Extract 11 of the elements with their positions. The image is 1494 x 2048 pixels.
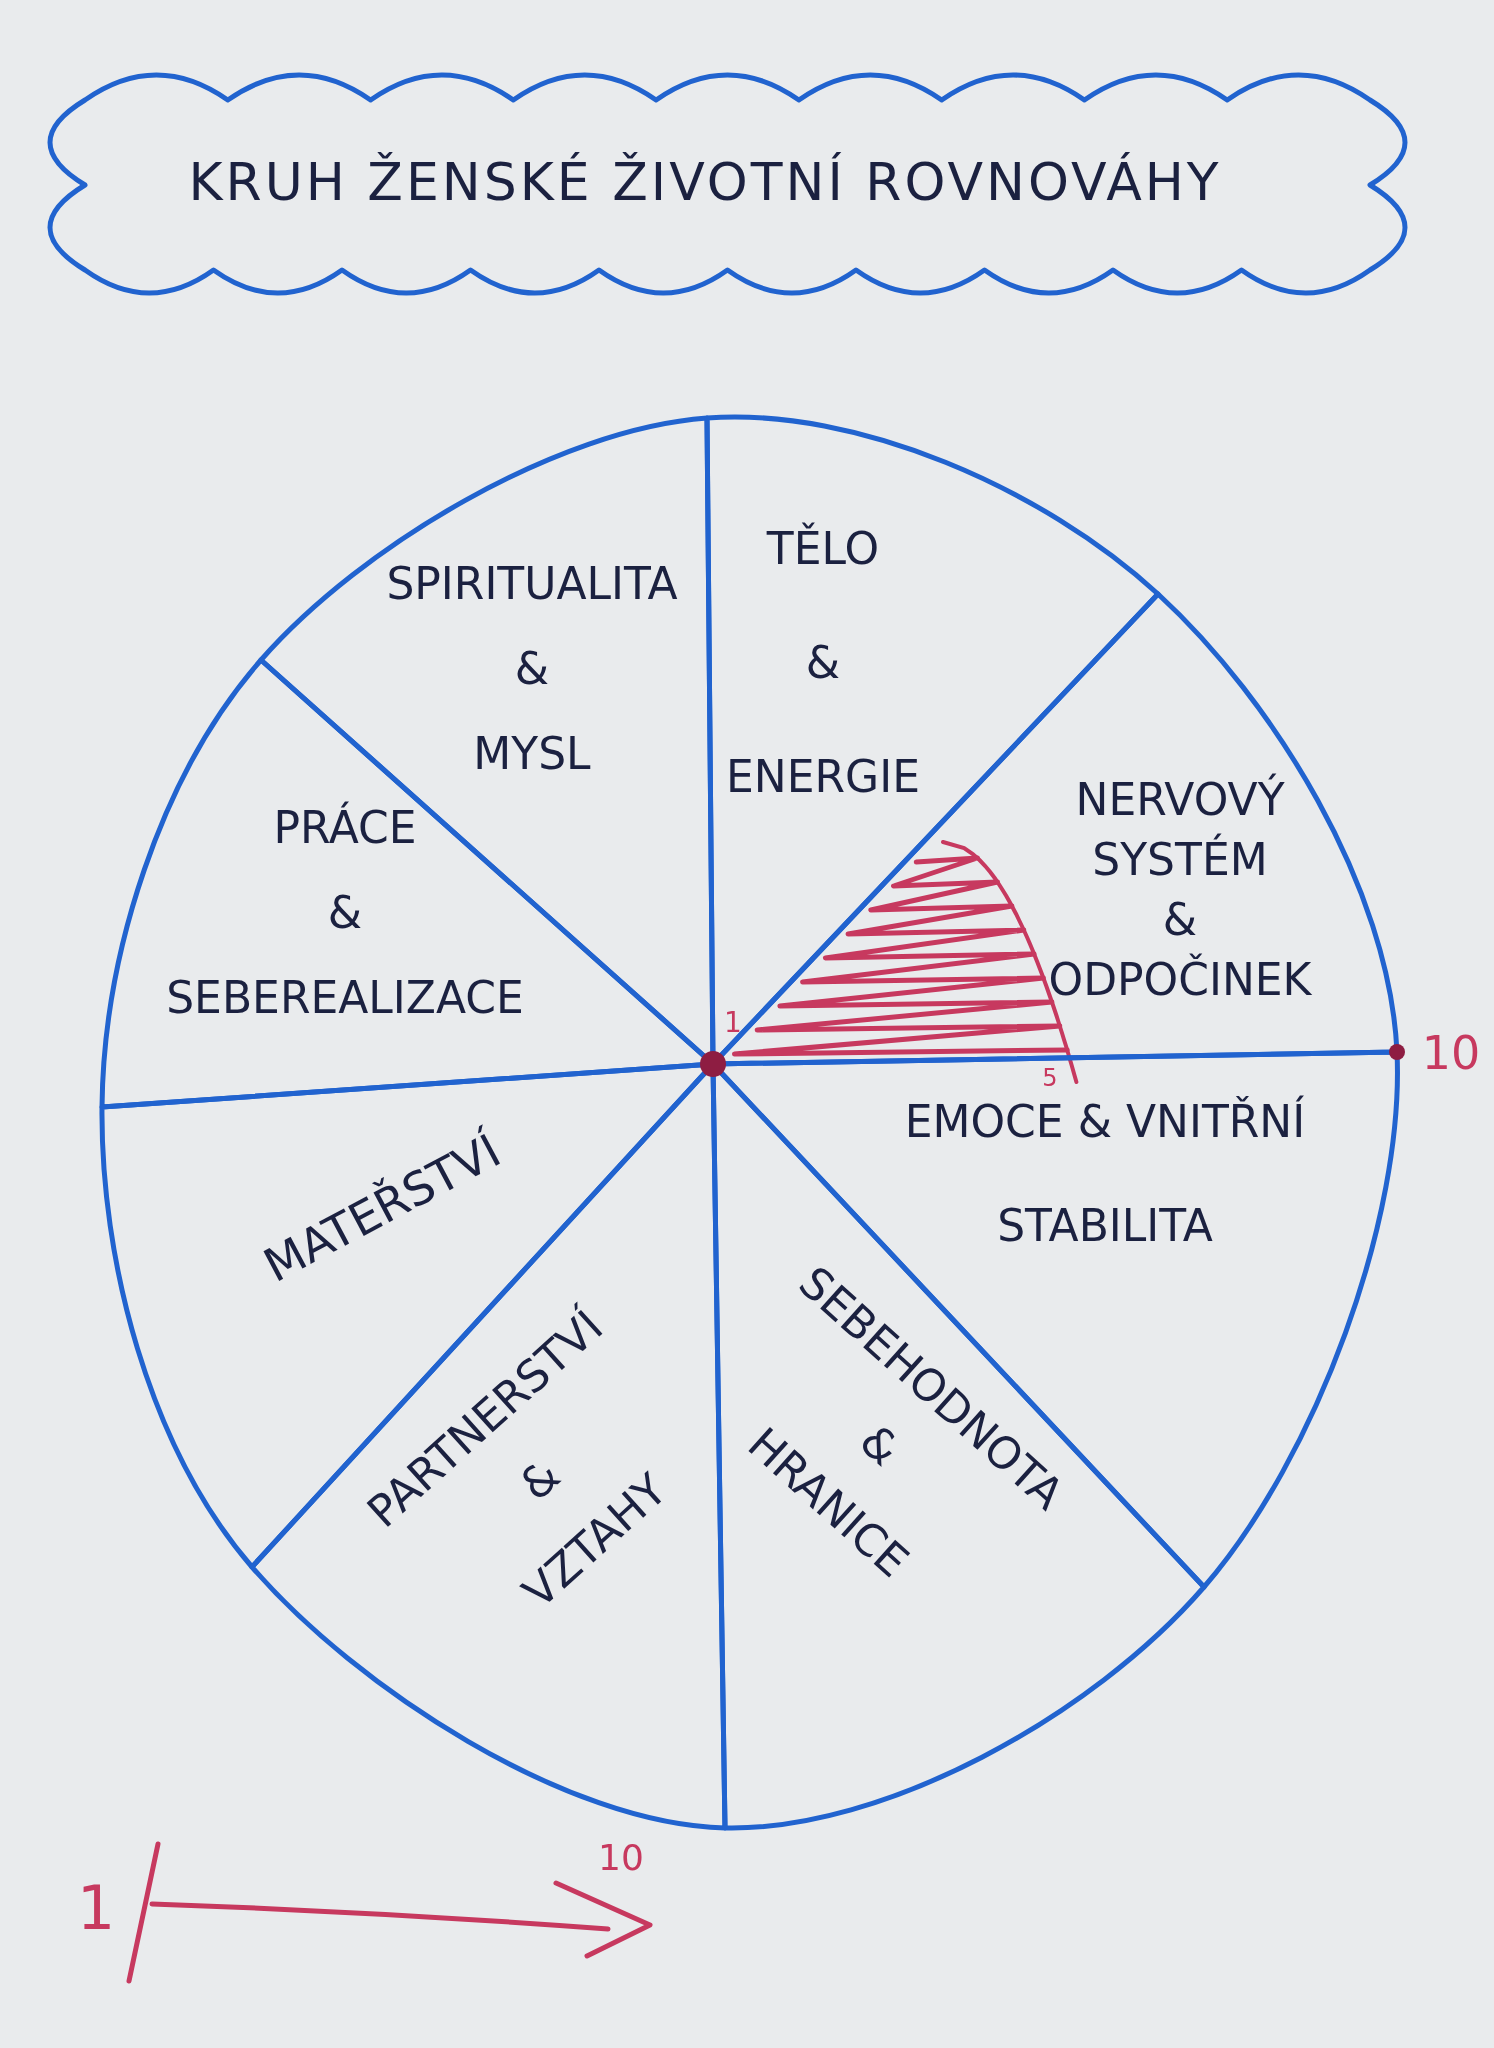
sector-label: EMOCE & VNITŘNÍ STABILITA — [904, 1094, 1306, 1253]
scale-number: 10 — [598, 1840, 644, 1876]
sector-label: NERVOVÝ SYSTÉM & ODPOČINEK — [1048, 772, 1312, 1007]
scale-number: 10 — [1421, 1030, 1481, 1076]
sector-label: TĚLO & ENERGIE — [726, 521, 920, 804]
scale-number: 5 — [1042, 1066, 1058, 1090]
sector-label: PRÁCE & SEBEREALIZACE — [166, 800, 524, 1025]
scale-number: 1 — [76, 1878, 116, 1938]
title: KRUH ŽENSKÉ ŽIVOTNÍ ROVNOVÁHY — [188, 154, 1222, 212]
sector-label: SPIRITUALITA & MYSL — [386, 556, 678, 781]
scale-number: 1 — [724, 1009, 742, 1037]
